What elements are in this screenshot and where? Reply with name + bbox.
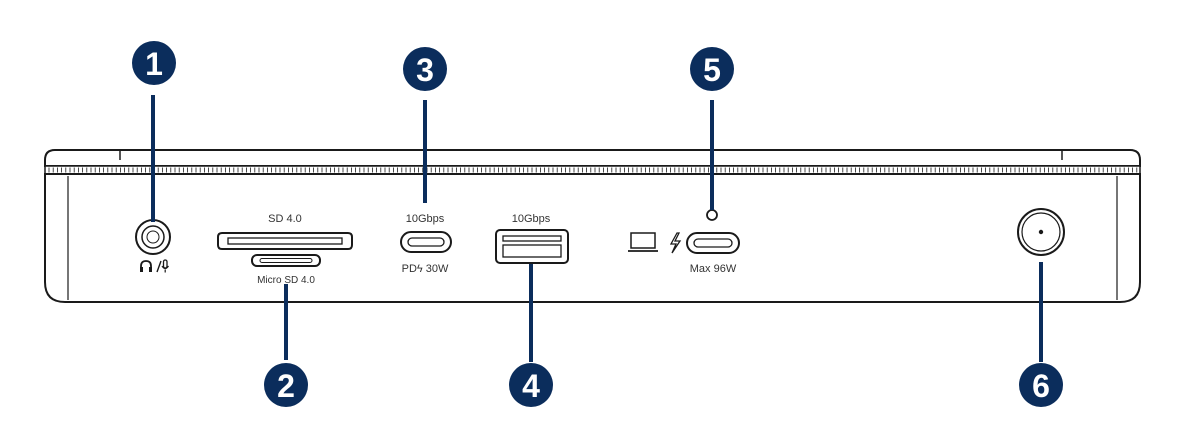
sd-card-label: SD 4.0 [268, 213, 302, 225]
microsd-card-label: Micro SD 4.0 [257, 275, 315, 286]
usb-c-port [400, 231, 452, 253]
callout-badge-4: 4 [509, 363, 553, 407]
front-panel [44, 173, 1141, 303]
sd-card-slot [217, 232, 353, 250]
callout-number-1: 1 [145, 46, 163, 82]
callout-number-2: 2 [277, 368, 295, 404]
callout-badge-6: 6 [1019, 363, 1063, 407]
callout-number-4: 4 [522, 368, 540, 404]
thunderbolt-status-led [706, 209, 718, 221]
callout-number-6: 6 [1032, 368, 1050, 404]
power-button [1017, 208, 1065, 256]
usb-a-port [495, 229, 569, 264]
callout-number-5: 5 [703, 52, 721, 88]
callout-number-3: 3 [416, 52, 434, 88]
thunderbolt-icon [669, 232, 682, 254]
audio-jack-port [135, 219, 171, 255]
callout-badge-3: 3 [403, 47, 447, 91]
usb-a-speed-label: 10Gbps [512, 213, 551, 225]
callout-badge-5: 5 [690, 47, 734, 91]
thunderbolt-power-label: Max 96W [690, 263, 737, 275]
usb-c-speed-label: 10Gbps [406, 213, 445, 225]
usb-c-power-label: PDϟ 30W [402, 263, 449, 275]
callout-badge-2: 2 [264, 363, 308, 407]
callout-badge-1: 1 [132, 41, 176, 85]
vent-strip [44, 165, 1141, 175]
vent-grille [48, 167, 1138, 173]
thunderbolt-port [686, 232, 740, 254]
device-body [44, 149, 1141, 303]
microsd-card-slot [251, 254, 321, 267]
headset-mic-icon [140, 259, 169, 273]
callout-leaders [151, 95, 1043, 362]
device-top-lid [44, 149, 1141, 167]
laptop-icon [628, 232, 658, 252]
